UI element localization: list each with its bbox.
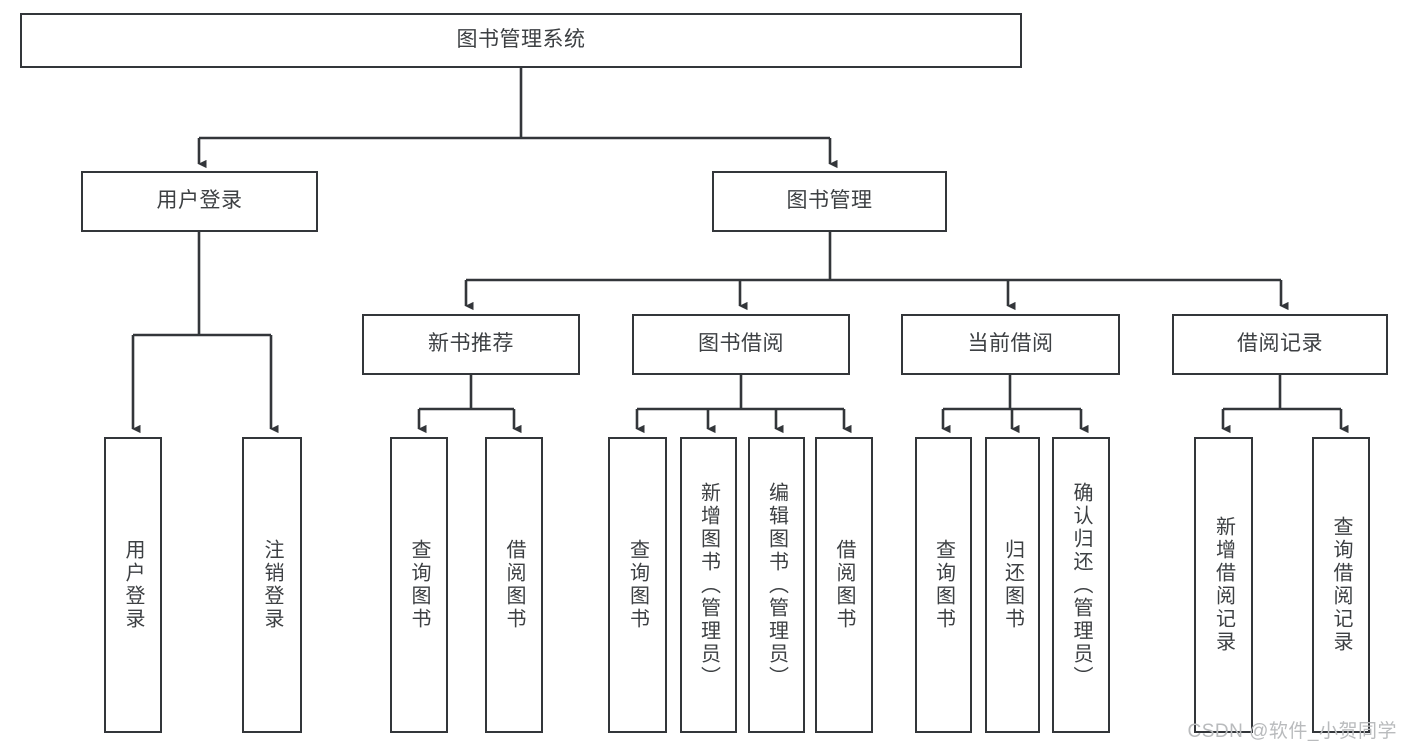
node-book-borrow-label: 图书借阅 xyxy=(698,332,784,356)
node-leaf-borrow-book-2-label: 借阅图书 xyxy=(833,539,855,631)
node-leaf-return-book-label: 归还图书 xyxy=(1001,539,1024,631)
node-leaf-add-book[interactable]: 新增图书（管理员） xyxy=(680,437,737,733)
node-leaf-confirm-return-label: 确认归还（管理员） xyxy=(1070,481,1092,689)
node-leaf-query-book-2-label: 查询图书 xyxy=(626,539,649,631)
node-borrow-record[interactable]: 借阅记录 xyxy=(1172,314,1388,375)
node-leaf-query-book-1[interactable]: 查询图书 xyxy=(390,437,448,733)
node-new-book-recommend[interactable]: 新书推荐 xyxy=(362,314,580,375)
node-current-borrow[interactable]: 当前借阅 xyxy=(901,314,1120,375)
node-new-book-recommend-label: 新书推荐 xyxy=(428,332,514,356)
node-current-borrow-label: 当前借阅 xyxy=(967,332,1054,356)
node-leaf-query-book-3-label: 查询图书 xyxy=(932,539,955,631)
node-leaf-confirm-return[interactable]: 确认归还（管理员） xyxy=(1052,437,1110,733)
node-book-manage-label: 图书管理 xyxy=(786,189,873,213)
node-leaf-query-book-2[interactable]: 查询图书 xyxy=(608,437,667,733)
node-leaf-logout-label: 注销登录 xyxy=(261,539,283,631)
node-root[interactable]: 图书管理系统 xyxy=(20,13,1022,68)
node-leaf-borrow-book-1-label: 借阅图书 xyxy=(503,539,525,631)
node-leaf-borrow-book-2[interactable]: 借阅图书 xyxy=(815,437,873,733)
node-leaf-user-login-label: 用户登录 xyxy=(122,539,144,631)
node-leaf-query-record[interactable]: 查询借阅记录 xyxy=(1312,437,1370,733)
node-book-manage[interactable]: 图书管理 xyxy=(712,171,947,232)
node-user-login-label: 用户登录 xyxy=(156,189,243,213)
node-leaf-query-book-1-label: 查询图书 xyxy=(408,539,430,631)
node-user-login[interactable]: 用户登录 xyxy=(81,171,318,232)
node-leaf-query-record-label: 查询借阅记录 xyxy=(1330,516,1352,654)
node-leaf-add-record-label: 新增借阅记录 xyxy=(1212,516,1235,654)
node-leaf-return-book[interactable]: 归还图书 xyxy=(985,437,1040,733)
node-book-borrow[interactable]: 图书借阅 xyxy=(632,314,850,375)
node-borrow-record-label: 借阅记录 xyxy=(1237,332,1323,356)
node-leaf-logout[interactable]: 注销登录 xyxy=(242,437,302,733)
node-leaf-edit-book[interactable]: 编辑图书（管理员） xyxy=(748,437,805,733)
node-leaf-add-record[interactable]: 新增借阅记录 xyxy=(1194,437,1253,733)
node-leaf-query-book-3[interactable]: 查询图书 xyxy=(915,437,972,733)
node-leaf-add-book-label: 新增图书（管理员） xyxy=(697,481,720,689)
node-leaf-borrow-book-1[interactable]: 借阅图书 xyxy=(485,437,543,733)
node-root-label: 图书管理系统 xyxy=(456,28,586,52)
node-leaf-user-login[interactable]: 用户登录 xyxy=(104,437,162,733)
node-leaf-edit-book-label: 编辑图书（管理员） xyxy=(765,481,788,689)
